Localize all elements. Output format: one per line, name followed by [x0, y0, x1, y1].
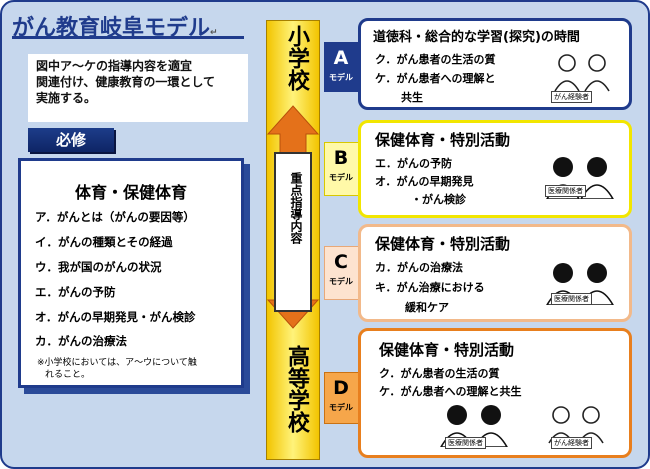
cancer-survivors-icon [554, 54, 610, 92]
panel-item: キ．がん治療における [375, 281, 485, 294]
priority-content-label: 重点指導内容 [289, 172, 303, 244]
content-item: イ．がんの種類とその経過 [35, 235, 173, 249]
model-letter: A [333, 47, 349, 69]
elementary-school-label: 小学校 [284, 25, 309, 91]
content-item: ア．がんとは（がんの要因等） [35, 210, 195, 224]
tab-model-a [324, 42, 358, 92]
content-item: エ．がんの予防 [35, 285, 116, 299]
panel-item: 共生 [401, 91, 423, 104]
panel-item: ケ．がん患者への理解と共生 [379, 385, 522, 398]
content-item: カ．がんの治療法 [35, 334, 127, 348]
panel-title: 保健体育・特別活動 [375, 235, 511, 253]
model-word: モデル [329, 173, 353, 182]
tab-model-d-text: D モデル [324, 374, 358, 413]
model-letter: B [333, 147, 349, 169]
intro-line: 関連付け、健康教育の一環として [36, 75, 216, 89]
panel-title: 道徳科・総合的な学習(探究)の時間 [373, 30, 580, 45]
panel-item: ク．がん患者の生活の質 [379, 367, 500, 380]
model-word: モデル [329, 277, 353, 286]
content-item: ウ．我が国のがんの状況 [35, 260, 162, 274]
panel-model-b: 保健体育・特別活動 エ．がんの予防 オ．がんの早期発見 ・がん検診 医療関係者 [358, 120, 632, 218]
panel-item: オ．がんの早期発見 [375, 175, 474, 188]
priority-content-box: 重点指導内容 [274, 152, 312, 312]
intro-text: 図中ア～ケの指導内容を適宜 関連付け、健康教育の一環として 実施する。 [28, 54, 248, 122]
pe-content-box: 体育・保健体育 ア．がんとは（がんの要因等） イ．がんの種類とその経過 ウ．我が… [18, 158, 244, 388]
model-letter: C [334, 251, 348, 273]
tab-model-a-text: A モデル [324, 44, 358, 83]
panel-item: エ．がんの予防 [375, 157, 452, 170]
model-letter: D [333, 377, 349, 399]
panel-item: ・がん検診 [411, 193, 466, 206]
note-line: れること。 [45, 370, 91, 380]
tab-model-b-text: B モデル [324, 144, 358, 183]
tab-model-c-text: C モデル [324, 248, 358, 287]
panel-item: ケ．がん患者への理解と [375, 72, 496, 85]
required-label: 必修 [28, 128, 114, 152]
badge-cancer-survivor: がん経験者 [551, 91, 592, 103]
content-item: オ．がんの早期発見・がん検診 [35, 310, 196, 324]
panel-item: 緩和ケア [405, 301, 449, 314]
intro-line: 実施する。 [36, 91, 97, 105]
panel-title: 保健体育・特別活動 [375, 131, 511, 149]
badge-medical-staff: 医療関係者 [445, 437, 486, 449]
model-word: モデル [329, 403, 353, 412]
panel-model-c: 保健体育・特別活動 カ．がんの治療法 キ．がん治療における 緩和ケア 医療関係者 [358, 224, 632, 322]
pe-content-title: 体育・保健体育 [74, 183, 187, 202]
badge-medical-staff: 医療関係者 [545, 185, 586, 197]
model-word: モデル [329, 73, 353, 82]
panel-item: カ．がんの治療法 [375, 261, 463, 274]
panel-model-a: 道徳科・総合的な学習(探究)の時間 ク．がん患者の生活の質 ケ．がん患者への理解… [358, 18, 632, 110]
badge-medical-staff: 医療関係者 [551, 293, 592, 305]
panel-title: 保健体育・特別活動 [379, 341, 515, 359]
note-line: ※小学校においては、ア～ウについて触 [37, 358, 197, 368]
high-school-label: 高等学校 [284, 345, 309, 433]
panel-model-d: 保健体育・特別活動 ク．がん患者の生活の質 ケ．がん患者への理解と共生 医療関係… [358, 328, 632, 458]
panel-item: ク．がん患者の生活の質 [375, 53, 496, 66]
tab-model-b [324, 142, 360, 196]
badge-cancer-survivor: がん経験者 [551, 437, 592, 449]
intro-line: 図中ア～ケの指導内容を適宜 [36, 59, 193, 73]
title-underline [12, 36, 244, 39]
